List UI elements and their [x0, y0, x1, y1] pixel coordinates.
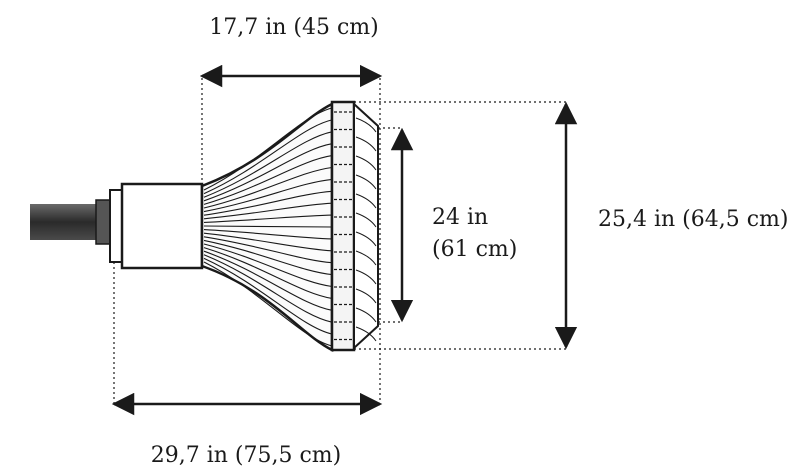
label-inner-diameter-line2: (61 cm): [432, 237, 517, 262]
rim-petal: [355, 174, 377, 190]
horn-flute-lines: [203, 107, 333, 347]
rim-petal: [355, 326, 377, 342]
horn-flute-line: [203, 229, 333, 240]
label-overall-length: 29,7 in (75,5 cm): [151, 443, 342, 468]
rim-petal: [355, 136, 377, 152]
horn-flute-line: [203, 261, 333, 347]
label-outer-diameter: 25,4 in (64,5 cm): [598, 207, 789, 232]
rim-petal: [355, 155, 377, 171]
rim-petal: [355, 307, 377, 323]
horn-flute-line: [203, 143, 333, 202]
rim-petal: [355, 250, 377, 266]
horn-flute-line: [203, 243, 333, 288]
horn-flute-line: [203, 190, 333, 216]
rim-petal: [355, 269, 377, 285]
horn-flute-line: [203, 239, 333, 276]
horn-flute-line: [203, 232, 333, 252]
horn-flute-line: [203, 225, 333, 228]
cable: [30, 199, 113, 245]
horn-flute-line: [203, 214, 333, 223]
rim-petal: [355, 288, 377, 304]
rim-petal: [355, 193, 377, 209]
horn-flute-line: [203, 131, 333, 198]
horn-flute-line: [203, 155, 333, 205]
horn-flute-line: [203, 236, 333, 264]
label-inner-diameter-line1: 24 in: [432, 205, 488, 230]
rim-petal: [355, 231, 377, 247]
horn-flute-line: [203, 257, 333, 335]
horn-flute-line: [203, 250, 333, 311]
horn-body: [200, 101, 334, 353]
connector-housing: [109, 182, 204, 270]
horn-flute-line: [203, 119, 333, 195]
horn-flute-line: [203, 178, 333, 213]
horn-mouth: [330, 100, 379, 352]
rim-petal: [355, 117, 377, 133]
horn-flute-line: [203, 107, 333, 191]
horn-flute-line: [203, 247, 333, 299]
horn-flute-line: [203, 202, 333, 220]
rim-petal: [355, 212, 377, 228]
horn-flute-line: [203, 166, 333, 209]
label-top-width: 17,7 in (45 cm): [209, 15, 379, 40]
horn-flute-line: [203, 254, 333, 323]
